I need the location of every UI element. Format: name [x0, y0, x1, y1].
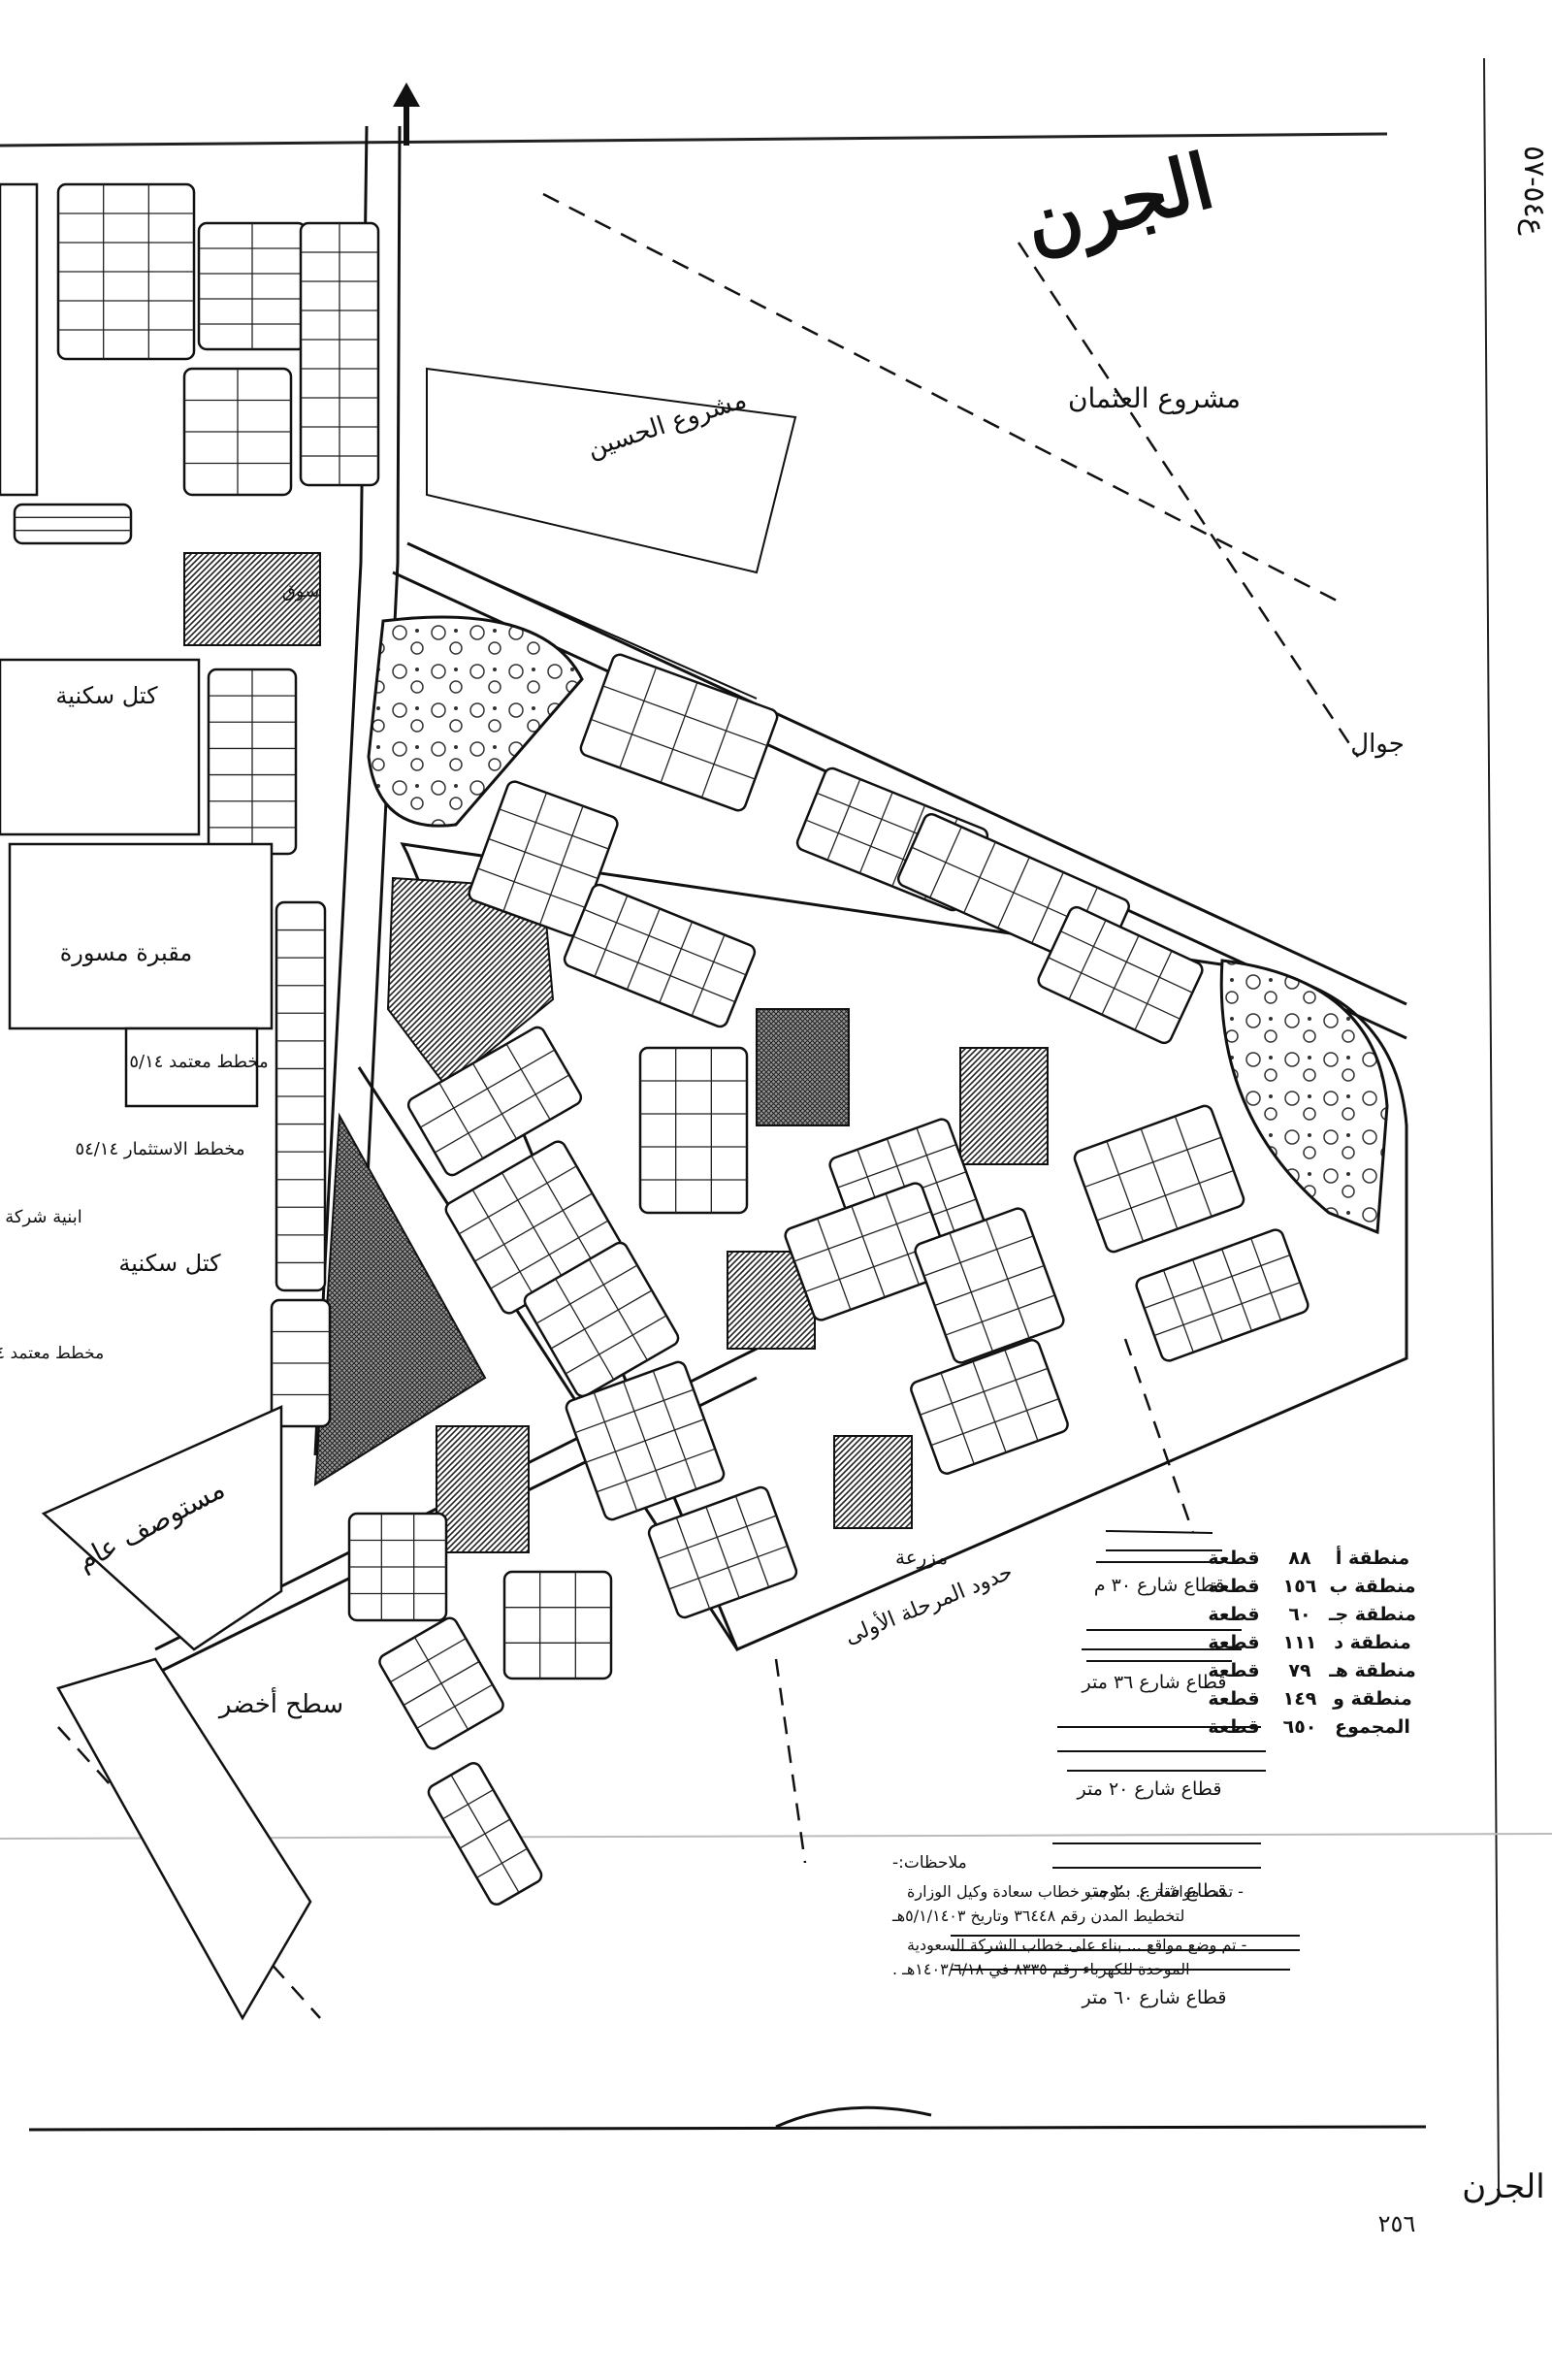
- footer-handwritten-title: الجرن: [1462, 2168, 1544, 2206]
- lot-block: [197, 221, 307, 351]
- legend-zone: منطقة و: [1332, 1688, 1412, 1710]
- notes-line: الموحدة للكهرباء رقم ٨٣٣٥ في ١٤٠٣/٦/١٨هـ…: [892, 1960, 1190, 1979]
- legend-count: ٨٨: [1288, 1548, 1311, 1569]
- notes-block: ملاحظات:- - تمت موافقة ... بموجب خطاب سع…: [891, 1853, 1246, 1979]
- lot-block: [378, 1616, 504, 1750]
- legend-zone: المجموع: [1335, 1716, 1410, 1738]
- legend-count: ٦٠: [1288, 1604, 1310, 1625]
- label-green-area: سطح أخضر: [217, 1686, 343, 1719]
- lot-block: [638, 1046, 749, 1215]
- lot-block: [13, 503, 133, 545]
- legend-count: ١٥٦: [1283, 1576, 1317, 1597]
- legend-count: ١٤٩: [1283, 1688, 1317, 1710]
- lot-block: [270, 1298, 332, 1428]
- lot-block: [1135, 1228, 1310, 1362]
- legend-zone: منطقة جـ: [1328, 1604, 1416, 1625]
- label-phase-one-boundary: حدود المرحلة الأولى: [841, 1558, 1017, 1649]
- notes-line: - تمت موافقة ... بموجب خطاب سعادة وكيل ا…: [907, 1882, 1244, 1902]
- school-site-2: [959, 1047, 1049, 1165]
- lot-block: [910, 1339, 1069, 1475]
- legend-zone: منطقة أ: [1336, 1546, 1409, 1569]
- lot-block: [1073, 1104, 1245, 1254]
- lot-block: [565, 1360, 726, 1521]
- footer-note: ٢٥٦: [1378, 2210, 1416, 2237]
- lot-block: [647, 1485, 798, 1619]
- road-cross-sections: قطاع شارع ٣٠ م قطاع شارع ٣٦ متر قطاع شار…: [951, 1530, 1300, 2008]
- lot-block: [784, 1182, 953, 1321]
- section-label: قطاع شارع ٢٠ متر: [1077, 1778, 1222, 1800]
- park-north: [367, 615, 584, 828]
- label-company-buildings: ابنية شركة: [5, 1207, 81, 1227]
- legend-zone: منطقة د: [1334, 1632, 1411, 1653]
- mosque-site-3: [833, 1435, 913, 1529]
- lot-block: [427, 1762, 543, 1906]
- legend-unit: قطعة: [1208, 1632, 1259, 1653]
- label-market: سوق: [282, 581, 319, 602]
- section-label: قطاع شارع ٦٠ متر: [1082, 1987, 1227, 2008]
- legend-zone: منطقة ب: [1330, 1576, 1416, 1597]
- legend-zone: منطقة هـ: [1328, 1660, 1416, 1681]
- section-label: قطاع شارع ٢٠ متر: [1082, 1880, 1227, 1902]
- lot-block: [207, 668, 298, 856]
- lot-block: [56, 182, 196, 361]
- lot-block: [1037, 905, 1204, 1045]
- legend-count: ٧٩: [1288, 1660, 1311, 1681]
- lot-count-legend: منطقة أ ٨٨ قطعة منطقة ب ١٥٦ قطعة منطقة جـ ٦٠ قطع…: [1208, 1546, 1416, 1738]
- legend-unit: قطعة: [1208, 1688, 1259, 1710]
- legend-count: ٦٥٠: [1283, 1716, 1317, 1738]
- map-title: الجرن: [1016, 137, 1222, 271]
- label-residential-2: كتل سكنية: [118, 1250, 221, 1277]
- lot-block: [275, 900, 327, 1292]
- lot-block: [579, 653, 779, 812]
- legend-unit: قطعة: [1208, 1548, 1259, 1569]
- lot-block: [914, 1207, 1065, 1364]
- label-residential-1: كتل سكنية: [55, 682, 158, 709]
- north-arrow-icon: [393, 82, 420, 146]
- label-plan-2: مخطط معتمد ٢٨/١٤: [0, 1344, 104, 1363]
- lot-block: [406, 1026, 583, 1177]
- lot-block: [468, 780, 619, 937]
- section-label: قطاع شارع ٣٠ م: [1094, 1575, 1224, 1596]
- notes-heading: ملاحظات:-: [892, 1853, 967, 1873]
- label-othman-project: مشروع العثمان: [1068, 382, 1241, 414]
- label-jawal: جوال: [1350, 730, 1405, 759]
- left-parcels: [0, 182, 312, 2021]
- lot-block: [502, 1570, 613, 1680]
- label-plan-3: مخطط الاستثمار ٥٤/١٤: [75, 1139, 244, 1159]
- notes-line: - تم وضع مواقع ... بناء على خطاب الشركة …: [907, 1936, 1246, 1955]
- notes-line: لتخطيط المدن رقم ٣٦٤٤٨ وتاريخ ٥/١/١٤٠٣هـ: [891, 1907, 1184, 1926]
- lot-block: [182, 367, 293, 497]
- lot-block: [299, 221, 380, 487]
- legend-count: ١١١: [1283, 1632, 1317, 1653]
- lot-blocks: [13, 182, 1310, 1906]
- label-cemetery: مقبرة مسورة: [60, 939, 193, 966]
- mosque-site-2: [183, 552, 321, 646]
- lot-block: [347, 1512, 448, 1622]
- green-strip: [313, 1112, 487, 1486]
- lot-block: [563, 883, 757, 1028]
- label-plan-1: مخطط معتمد ٥/١٤: [129, 1052, 268, 1072]
- lot-block: [523, 1241, 680, 1398]
- school-site-3: [436, 1425, 530, 1553]
- label-hussein-project: مشروع الحسين: [584, 385, 750, 464]
- margin-reference: ع٥٤-٥٧: [1517, 146, 1551, 236]
- label-farm: مزرعة: [895, 1546, 948, 1569]
- park-east: [1219, 959, 1389, 1235]
- section-label: قطاع شارع ٣٦ متر: [1082, 1672, 1227, 1693]
- legend-unit: قطعة: [1208, 1604, 1259, 1625]
- mosque-site-1: [756, 1008, 850, 1126]
- legend-unit: قطعة: [1208, 1660, 1259, 1681]
- legend-unit: قطعة: [1208, 1576, 1259, 1597]
- signature-scribble: [775, 2105, 932, 2129]
